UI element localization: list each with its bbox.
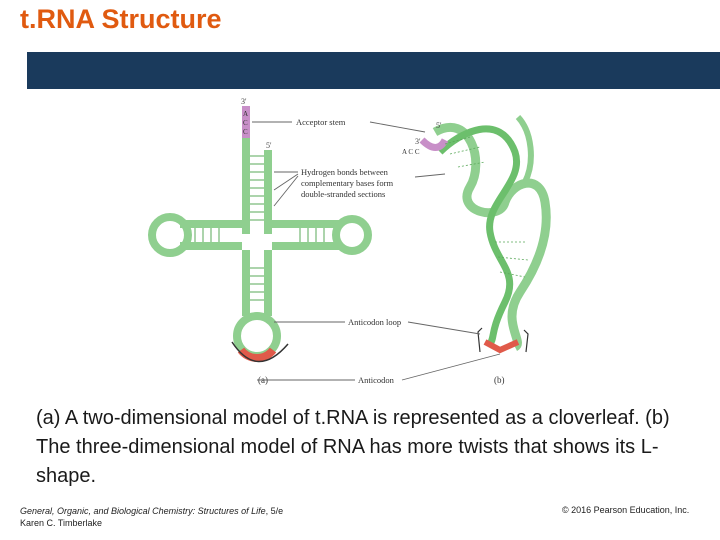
d-arm-bottom [180, 242, 242, 250]
three-prime-label-a: 3' [241, 97, 247, 106]
backbone-strand-2 [437, 125, 521, 347]
d-loop [148, 213, 192, 257]
anticodon-stem-left [242, 250, 250, 316]
anticodon-bracket [231, 341, 289, 363]
t-arm-top [272, 220, 342, 228]
cloverleaf-model: 3' A C C 5' (a) [148, 97, 372, 385]
acceptor-hbonds [250, 155, 264, 221]
anticodon-loop-label: Anticodon loop [348, 317, 401, 327]
five-prime-label-b: 5' [436, 121, 442, 130]
figure-caption: (a) A two-dimensional model of t.RNA is … [36, 407, 670, 487]
three-prime-label-b: 3' [415, 137, 421, 146]
anticodon-label: Anticodon [358, 375, 395, 385]
part-b-label: (b) [494, 375, 505, 385]
svg-text:A: A [243, 110, 248, 118]
acceptor-strand-3 [242, 138, 250, 234]
book-title: General, Organic, and Biological Chemist… [20, 506, 266, 516]
book-author: Karen C. Timberlake [20, 518, 103, 528]
footer-copyright: © 2016 Pearson Education, Inc. [562, 505, 690, 515]
acceptor-strand-5 [264, 150, 272, 234]
acceptor-end [242, 106, 250, 138]
hbonds-label-3: double-stranded sections [301, 189, 385, 199]
anticodon-bracket-3d [477, 327, 529, 353]
trna-diagram: 3' A C C 5' (a) 3' 5' A C C (b) [148, 97, 551, 385]
l-shape-model: 3' 5' A C C (b) [402, 114, 551, 385]
hbonds-label-2: complementary bases form [301, 178, 393, 188]
five-prime-label-a: 5' [266, 141, 272, 150]
book-edition: , 5/e [265, 506, 284, 516]
d-arm-top [180, 220, 242, 228]
svg-text:C: C [243, 128, 248, 136]
backbone-strand-1 [432, 122, 551, 352]
slide-title: t.RNA Structure [20, 4, 222, 34]
title-bar [27, 52, 720, 89]
trna-figure: 3' A C C 5' (a) 3' 5' A C C (b) [140, 92, 580, 392]
svg-text:A C C: A C C [402, 148, 420, 156]
leader-lines [252, 121, 501, 381]
footer-citation: General, Organic, and Biological Chemist… [20, 505, 283, 529]
anticodon-stem-right [264, 250, 272, 316]
t-arm-bottom [272, 242, 342, 250]
t-loop [332, 215, 372, 255]
acceptor-stem-label: Acceptor stem [296, 117, 346, 127]
hbonds-label-1: Hydrogen bonds between [301, 167, 389, 177]
acceptor-end-3d [419, 137, 449, 151]
svg-text:C: C [243, 119, 248, 127]
anticodon-3d [483, 339, 520, 354]
anticodon-bases [237, 347, 277, 362]
